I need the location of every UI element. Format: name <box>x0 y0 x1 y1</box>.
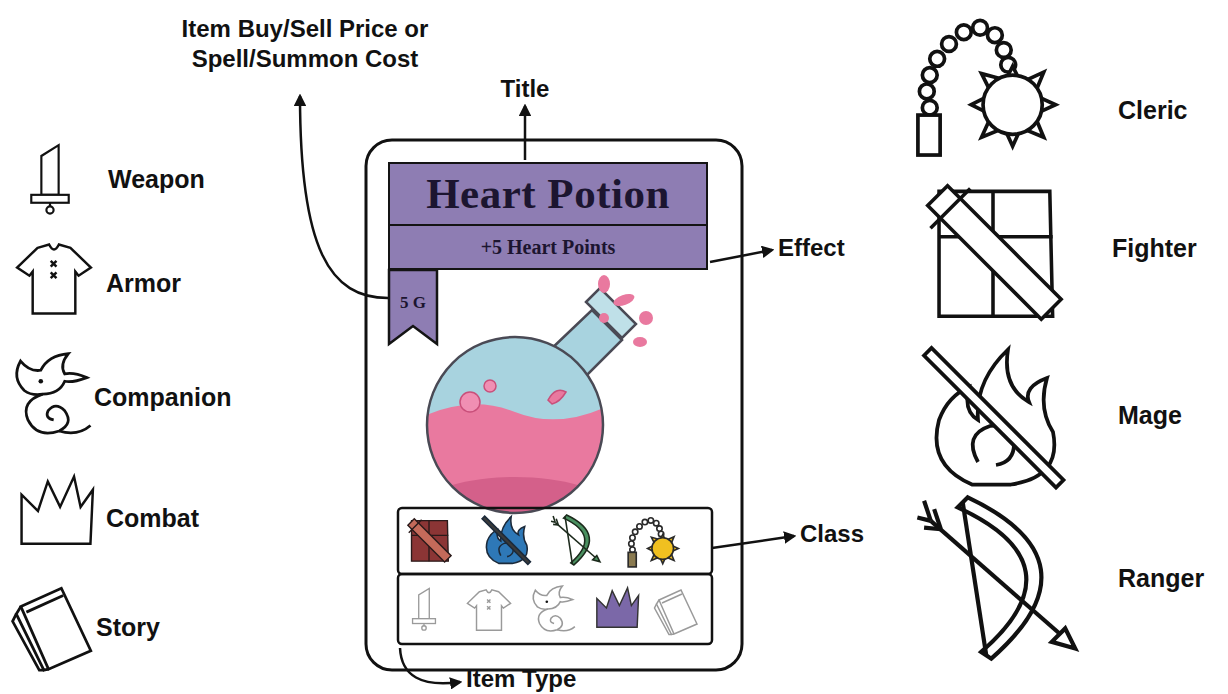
legend-label: Mage <box>1118 400 1182 430</box>
class-row <box>398 508 712 574</box>
price-ribbon: 5 G <box>388 269 438 345</box>
price-text: 5 G <box>400 293 426 313</box>
companion-type-icon <box>533 586 575 631</box>
armor-type-icon <box>467 590 510 630</box>
companion-icon <box>17 354 91 433</box>
combat-type-icon <box>597 588 639 627</box>
card-title: Heart Potion <box>426 169 670 219</box>
legend-label: Armor <box>106 268 181 298</box>
ribbon-outline <box>389 270 437 344</box>
ranger-class-icon <box>551 515 600 565</box>
item-type-row <box>398 574 712 644</box>
armor-icon <box>17 245 91 314</box>
fighter-icon <box>928 186 1061 319</box>
weapon-type-icon <box>413 588 436 630</box>
potion-illustration <box>420 275 653 533</box>
cleric-class-icon <box>628 518 678 567</box>
class-callout: Class <box>800 519 900 549</box>
leader-arrows <box>300 96 794 683</box>
legend-label: Cleric <box>1118 95 1187 125</box>
story-type-icon <box>655 590 698 635</box>
combat-icon <box>22 477 93 544</box>
story-icon <box>13 588 91 670</box>
legend-label: Combat <box>106 503 199 533</box>
legend-label: Weapon <box>108 164 205 194</box>
legend-label: Companion <box>94 382 232 412</box>
mage-class-icon <box>482 516 530 564</box>
legend-label: Story <box>96 612 160 642</box>
price-callout: Item Buy/Sell Price or Spell/Summon Cost <box>150 14 460 74</box>
item-type-callout: Item Type <box>466 664 606 694</box>
effect-band: +5 Heart Points <box>388 224 708 270</box>
effect-text: +5 Heart Points <box>481 234 616 260</box>
title-band: Heart Potion <box>388 162 708 226</box>
effect-callout: Effect <box>778 233 888 263</box>
cleric-icon <box>918 20 1056 155</box>
title-callout: Title <box>485 74 565 104</box>
card-outline <box>366 140 742 670</box>
mage-icon <box>924 348 1064 488</box>
legend-label: Fighter <box>1112 233 1197 263</box>
weapon-icon <box>31 145 68 213</box>
legend-label: Ranger <box>1118 563 1204 593</box>
fighter-class-icon <box>408 519 451 562</box>
ranger-icon <box>917 497 1075 658</box>
